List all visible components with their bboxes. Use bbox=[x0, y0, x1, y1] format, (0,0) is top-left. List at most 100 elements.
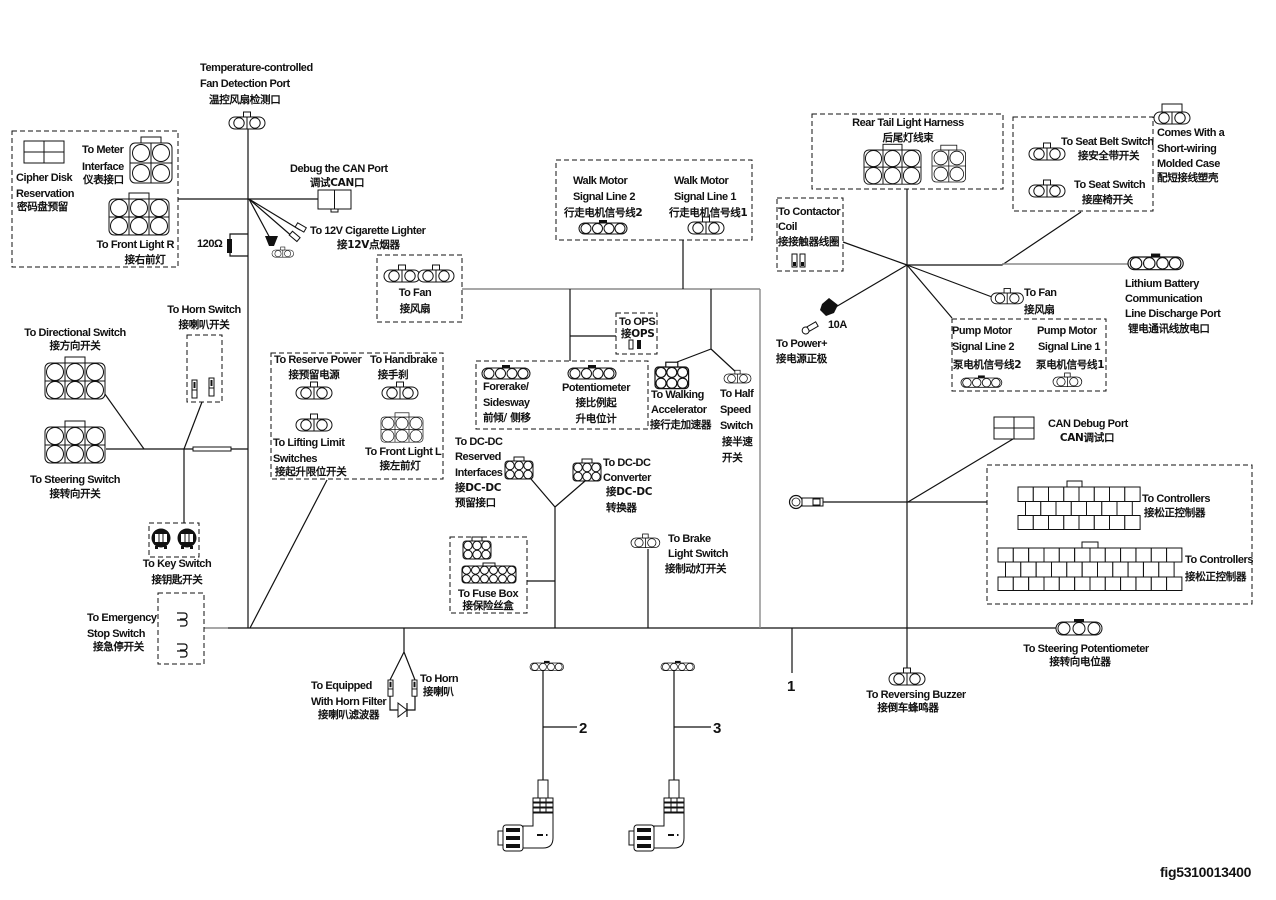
ring-terminal-icon bbox=[788, 494, 824, 510]
walk-motor-2-connector bbox=[578, 219, 628, 235]
labels: Temperature-controlled Fan Detection Por… bbox=[16, 62, 1254, 880]
label-potentiometer: Potentiometer bbox=[562, 382, 631, 394]
group-fan-left bbox=[376, 254, 463, 323]
lithium-connector bbox=[1127, 252, 1184, 271]
horn-pin bbox=[411, 679, 418, 697]
label-front-light-r-zh: 接右前灯 bbox=[125, 253, 167, 266]
label-horn-zh: 接喇叭 bbox=[423, 685, 454, 698]
controller-connector-1 bbox=[1017, 486, 1141, 530]
label-dcdc-reserved-zh: 接DC-DC bbox=[455, 481, 502, 494]
figure-id: fig5310013400 bbox=[1160, 864, 1252, 880]
wire-3-connector bbox=[660, 660, 695, 672]
controller-pin-cell bbox=[1048, 515, 1065, 530]
label-dcdc-converter-zh: 转换器 bbox=[606, 501, 637, 514]
wire-callout-3-label: 3 bbox=[713, 720, 721, 737]
controller-pin-cell bbox=[1101, 501, 1118, 516]
label-dcdc-converter: Converter bbox=[603, 472, 652, 484]
wire-can-debug bbox=[907, 438, 1014, 503]
wire-accelerator bbox=[676, 289, 739, 375]
label-pump-motor-1: Pump Motor bbox=[1037, 325, 1098, 337]
label-front-light-l: To Front Light L bbox=[365, 446, 442, 458]
front-light-r-connector bbox=[108, 192, 170, 236]
label-ops-zh: 接OPS bbox=[621, 327, 654, 340]
handbrake-connector bbox=[381, 381, 419, 400]
controller-pin-cell bbox=[1104, 576, 1122, 591]
wire-cigarette-2 bbox=[248, 198, 295, 239]
steering-potentiometer-connector bbox=[1055, 618, 1103, 636]
controller-pin-cell bbox=[1074, 547, 1091, 563]
walk-motor-1-connector bbox=[687, 216, 725, 235]
group-left-panel bbox=[11, 130, 179, 268]
controller-pin-cell bbox=[1097, 561, 1114, 578]
label-dcdc-reserved: Interfaces bbox=[455, 467, 503, 479]
label-walk-motor-2: Signal Line 2 bbox=[573, 191, 635, 203]
label-horn-switch-zh: 接喇叭开关 bbox=[179, 318, 231, 331]
label-horn-filter: With Horn Filter bbox=[311, 696, 387, 708]
label-meter: To Meter bbox=[82, 144, 125, 156]
label-temp-fan-zh: 温控风扇检测口 bbox=[209, 93, 280, 106]
label-half-speed-zh: 接半速 bbox=[722, 435, 753, 448]
label-meter-zh: 仪表接口 bbox=[82, 173, 124, 186]
controller-pin-cell bbox=[1028, 547, 1045, 563]
controller-pin-cell bbox=[1109, 486, 1126, 502]
controller-pin-cell bbox=[1043, 576, 1060, 591]
label-front-light-l-zh: 接左前灯 bbox=[380, 459, 422, 472]
label-cipher-disk: Reservation bbox=[16, 188, 75, 200]
controller-pin-cell bbox=[1055, 501, 1072, 516]
controller-connector-2 bbox=[997, 547, 1183, 591]
controller-pin-cell bbox=[1058, 547, 1076, 563]
controller-pin-cell bbox=[997, 576, 1014, 591]
label-dcdc-reserved: To DC-DC bbox=[455, 436, 503, 448]
controller-pin-cell bbox=[1020, 561, 1037, 578]
wire-contactor bbox=[842, 241, 908, 266]
label-walking-accelerator-zh: 接行走加速器 bbox=[650, 418, 712, 431]
controller-pin-cell bbox=[1135, 547, 1152, 563]
ops-pins-icon bbox=[628, 339, 641, 350]
label-lithium: Line Discharge Port bbox=[1125, 308, 1221, 320]
label-reserve-power-zh: 接预留电源 bbox=[289, 368, 341, 381]
pump-motor-1-connector bbox=[1052, 372, 1083, 388]
controller-pin-cell bbox=[1086, 501, 1103, 516]
controller-pin-cell bbox=[1058, 576, 1076, 591]
label-front-light-r: To Front Light R bbox=[96, 239, 174, 251]
label-handbrake-zh: 接手刹 bbox=[378, 368, 409, 381]
controller-pin-cell bbox=[1166, 547, 1183, 563]
label-power-plus: To Power+ bbox=[776, 338, 827, 350]
label-brake-light: Light Switch bbox=[668, 548, 729, 560]
label-seat-switch-zh: 接座椅开关 bbox=[1082, 193, 1134, 206]
label-cigarette-lighter: To 12V Cigarette Lighter bbox=[310, 225, 427, 237]
controller-pin-cell bbox=[1150, 576, 1168, 591]
label-horn-filter-zh: 接喇叭滤波器 bbox=[318, 708, 380, 721]
resistor-icon bbox=[227, 239, 232, 253]
label-walk-motor-2-zh: 行走电机信号线2 bbox=[563, 206, 642, 219]
fuse-box-connector-large bbox=[461, 562, 517, 584]
steering-switch-connector bbox=[44, 420, 106, 464]
potentiometer-connector bbox=[567, 364, 617, 380]
dcdc-reserved-connector bbox=[504, 456, 534, 480]
dashed-groups bbox=[11, 113, 1253, 665]
label-controllers-2-zh: 接松正控制器 bbox=[1185, 570, 1247, 583]
short-wiring-bracket bbox=[1161, 103, 1183, 113]
label-short-wiring: Comes With a bbox=[1157, 127, 1226, 139]
label-seat-belt-zh: 接安全带开关 bbox=[1078, 149, 1140, 162]
label-walking-accelerator: Accelerator bbox=[651, 404, 708, 416]
label-half-speed: Speed bbox=[720, 404, 751, 416]
label-brake-light-zh: 接制动灯开关 bbox=[665, 562, 727, 575]
controller-pin-cell bbox=[1043, 547, 1060, 563]
brake-light-connector bbox=[630, 533, 661, 548]
label-pump-motor-2: Signal Line 2 bbox=[952, 341, 1014, 353]
wire-dcdc bbox=[530, 478, 586, 628]
front-light-l-connector bbox=[380, 412, 424, 443]
label-rear-tail-light-zh: 后尾灯线束 bbox=[883, 131, 935, 144]
controller-pin-cell bbox=[1032, 515, 1050, 530]
controller-2-tab bbox=[1081, 541, 1099, 549]
group-walk-motor bbox=[555, 159, 753, 241]
wire-callout-1-label: 1 bbox=[787, 678, 795, 695]
controller-pin-cell bbox=[1063, 515, 1080, 530]
controller-pin-cell bbox=[1066, 561, 1083, 578]
controller-pin-cell bbox=[1104, 547, 1122, 563]
label-rear-tail-light: Rear Tail Light Harness bbox=[852, 117, 964, 129]
group-seat-switches bbox=[1012, 116, 1154, 212]
contactor-pins-icon bbox=[791, 253, 806, 268]
